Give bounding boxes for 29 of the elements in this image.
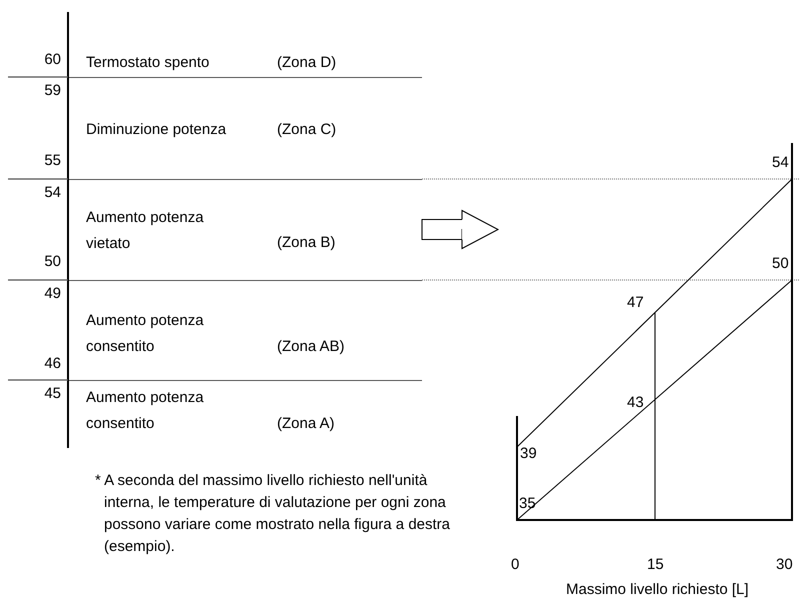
- value-label: 50: [772, 255, 789, 273]
- scale-value: 49: [43, 284, 61, 304]
- zone-name: (Zona D): [277, 53, 336, 73]
- value-label: 54: [772, 154, 789, 172]
- scale-value: 55: [43, 151, 61, 171]
- scale-value: 46: [43, 354, 61, 374]
- value-label: 35: [519, 495, 536, 513]
- zone-name: (Zona C): [277, 120, 336, 140]
- value-label: 43: [627, 394, 644, 412]
- zone-description: Aumento potenza consentito: [86, 388, 205, 434]
- value-label: 47: [627, 294, 644, 312]
- tick-label: 15: [647, 556, 664, 574]
- value-label: 39: [520, 445, 537, 463]
- zone-description: Aumento potenza consentito: [86, 311, 205, 357]
- footnote: * A seconda del massimo livello richiesto nell'unità interna, le temperature di valutazione per ogni zona possono variare come mostrato nella figura a destra (esempio).: [95, 471, 452, 557]
- zone-name: (Zona A): [277, 414, 335, 434]
- axis-title: Massimo livello richiesto [L]: [566, 581, 749, 599]
- zone-description: Termostato spento: [86, 53, 210, 73]
- scale-value: 50: [43, 252, 61, 272]
- scale-value: 45: [43, 384, 61, 404]
- scale-value: 54: [43, 183, 61, 203]
- zone-description: Aumento potenza vietato: [86, 208, 205, 254]
- tick-label: 0: [511, 556, 520, 574]
- zone-name: (Zona AB): [277, 337, 345, 357]
- zone-name: (Zona B): [277, 233, 336, 253]
- tick-label: 30: [776, 556, 793, 574]
- zone-description: Diminuzione potenza: [86, 120, 228, 140]
- scale-value: 59: [43, 81, 61, 101]
- scale-value: 60: [43, 50, 61, 70]
